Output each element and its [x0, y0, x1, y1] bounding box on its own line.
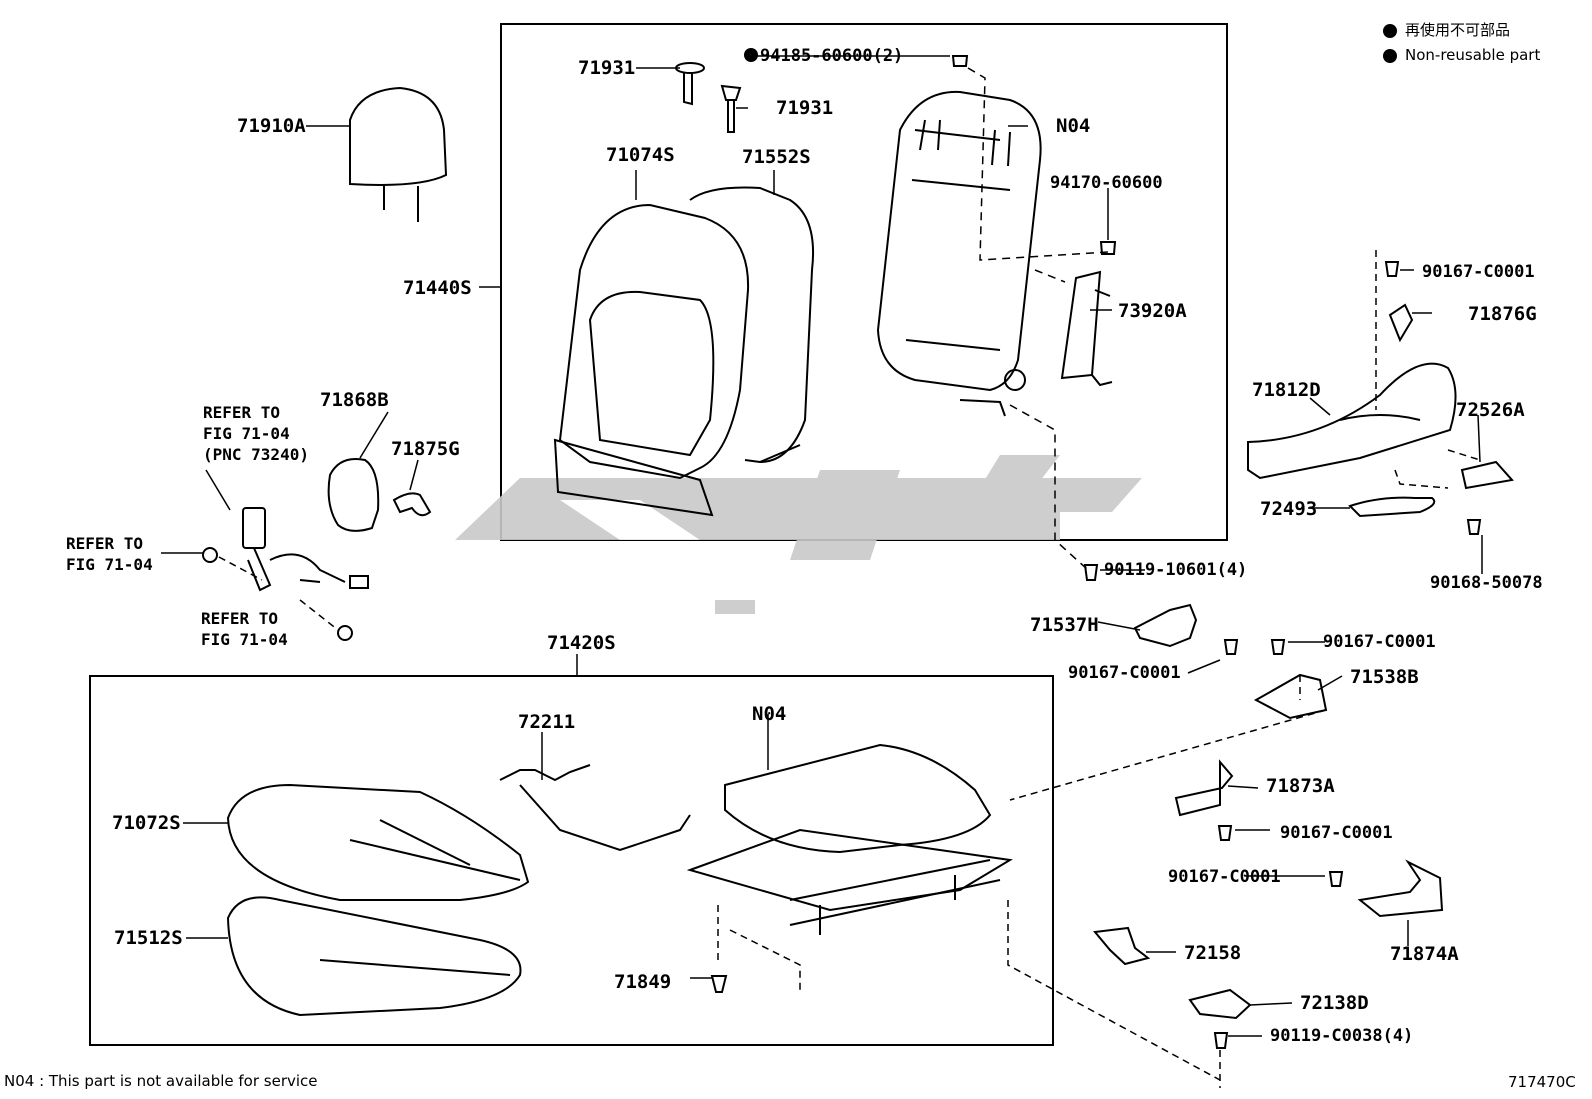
refer-note-fig-71-04-b[interactable]: REFER TO FIG 71-04 — [201, 608, 288, 650]
cover-72138D — [1188, 988, 1252, 1020]
label-N04-seatback[interactable]: N04 — [1056, 115, 1091, 137]
label-72493[interactable]: 72493 — [1260, 498, 1318, 520]
refer-line: FIG 71-04 — [203, 424, 290, 443]
wire-72211 — [499, 764, 691, 852]
bracket-71873A — [1174, 759, 1234, 817]
fastener-94170-icon — [1099, 241, 1117, 255]
cushion-cover-71072S — [226, 783, 530, 901]
pin-71849-icon — [710, 975, 728, 993]
buckle-assembly — [242, 507, 369, 592]
seatback-pad-71552S — [689, 186, 815, 464]
nut-ref-icon — [202, 547, 353, 641]
refer-note-pnc-73240[interactable]: REFER TO FIG 71-04 (PNC 73240) — [203, 402, 309, 465]
label-94185-60600[interactable]: 94185-60600(2) — [744, 48, 903, 65]
refer-line: (PNC 73240) — [203, 445, 309, 464]
label-71074S[interactable]: 71074S — [606, 144, 675, 166]
refer-line: REFER TO — [201, 609, 279, 628]
cover-71875G — [392, 492, 432, 517]
label-73920A[interactable]: 73920A — [1118, 300, 1187, 322]
black-dot-icon — [1383, 48, 1397, 63]
refer-line: REFER TO — [66, 534, 144, 553]
label-90167-C0001-e[interactable]: 90167-C0001 — [1168, 867, 1281, 887]
bracket-71874A — [1357, 859, 1444, 918]
label-71538B[interactable]: 71538B — [1350, 666, 1419, 688]
screw-90167-icon — [1083, 261, 1482, 1049]
legend: 再使用不可部品 Non-reusable part — [1383, 18, 1540, 68]
bracket-73920A — [1060, 270, 1113, 387]
label-90119-10601[interactable]: 90119-10601(4) — [1104, 560, 1248, 580]
label-71420S[interactable]: 71420S — [547, 632, 616, 654]
refer-note-fig-71-04-a[interactable]: REFER TO FIG 71-04 — [66, 533, 153, 575]
label-94185-text: 94185-60600(2) — [760, 46, 904, 66]
label-71873A[interactable]: 71873A — [1266, 775, 1335, 797]
label-90167-C0001-a[interactable]: 90167-C0001 — [1422, 262, 1535, 282]
refer-line: FIG 71-04 — [66, 555, 153, 574]
cover-71538B — [1253, 673, 1328, 720]
label-90167-C0001-c[interactable]: 90167-C0001 — [1323, 632, 1436, 652]
label-71440S[interactable]: 71440S — [403, 277, 472, 299]
footnote: N04 : This part is not available for ser… — [4, 1072, 318, 1090]
label-71512S[interactable]: 71512S — [114, 927, 183, 949]
label-72526A[interactable]: 72526A — [1456, 399, 1525, 421]
guide-71931 — [675, 62, 742, 133]
label-71876G[interactable]: 71876G — [1468, 303, 1537, 325]
label-90168-50078[interactable]: 90168-50078 — [1430, 573, 1543, 593]
label-72158[interactable]: 72158 — [1184, 942, 1242, 964]
label-71072S[interactable]: 71072S — [112, 812, 181, 834]
cover-72158 — [1093, 926, 1151, 966]
seatback-frame-N04 — [876, 90, 1042, 417]
refer-line: REFER TO — [203, 403, 281, 422]
label-72211[interactable]: 72211 — [518, 711, 576, 733]
seatback-group-box — [500, 23, 1228, 541]
label-72138D[interactable]: 72138D — [1300, 992, 1369, 1014]
black-dot-icon — [1383, 23, 1397, 38]
cover-71868B — [327, 458, 380, 532]
cushion-group-box — [89, 675, 1054, 1046]
cover-71537H — [1133, 603, 1198, 648]
headrest-71910A — [349, 86, 448, 222]
cover-71876G — [1388, 303, 1414, 343]
label-71910A[interactable]: 71910A — [237, 115, 306, 137]
cushion-frame-N04 — [686, 743, 1013, 935]
legend-item-jp: 再使用不可部品 — [1383, 18, 1540, 43]
refer-line: FIG 71-04 — [201, 630, 288, 649]
seatback-cover-71074S — [553, 203, 750, 517]
label-71874A[interactable]: 71874A — [1390, 943, 1459, 965]
label-N04-cushion[interactable]: N04 — [752, 703, 787, 725]
legend-text-en: Non-reusable part — [1405, 46, 1541, 64]
legend-text-jp: 再使用不可部品 — [1405, 21, 1511, 39]
cover-72493 — [1348, 496, 1436, 518]
label-90167-C0001-d[interactable]: 90167-C0001 — [1280, 823, 1393, 843]
watermark-logo — [455, 455, 1142, 614]
fastener-94185-icon — [951, 55, 969, 67]
non-reusable-dot-icon — [744, 48, 758, 62]
label-71931-b[interactable]: 71931 — [776, 97, 834, 119]
label-94170-60600[interactable]: 94170-60600 — [1050, 173, 1163, 193]
figure-id: 717470C — [1508, 1073, 1576, 1091]
label-71931-a[interactable]: 71931 — [578, 57, 636, 79]
label-71537H[interactable]: 71537H — [1030, 614, 1099, 636]
label-71812D[interactable]: 71812D — [1252, 379, 1321, 401]
label-90119-C0038[interactable]: 90119-C0038(4) — [1270, 1026, 1414, 1046]
label-71868B[interactable]: 71868B — [320, 389, 389, 411]
shield-71812D — [1247, 362, 1457, 480]
legend-item-en: Non-reusable part — [1383, 43, 1540, 68]
label-71849[interactable]: 71849 — [614, 971, 672, 993]
cover-72526A — [1460, 460, 1514, 490]
label-71552S[interactable]: 71552S — [742, 146, 811, 168]
label-90167-C0001-b[interactable]: 90167-C0001 — [1068, 663, 1181, 683]
cushion-pad-71512S — [226, 896, 522, 1017]
label-71875G[interactable]: 71875G — [391, 438, 460, 460]
